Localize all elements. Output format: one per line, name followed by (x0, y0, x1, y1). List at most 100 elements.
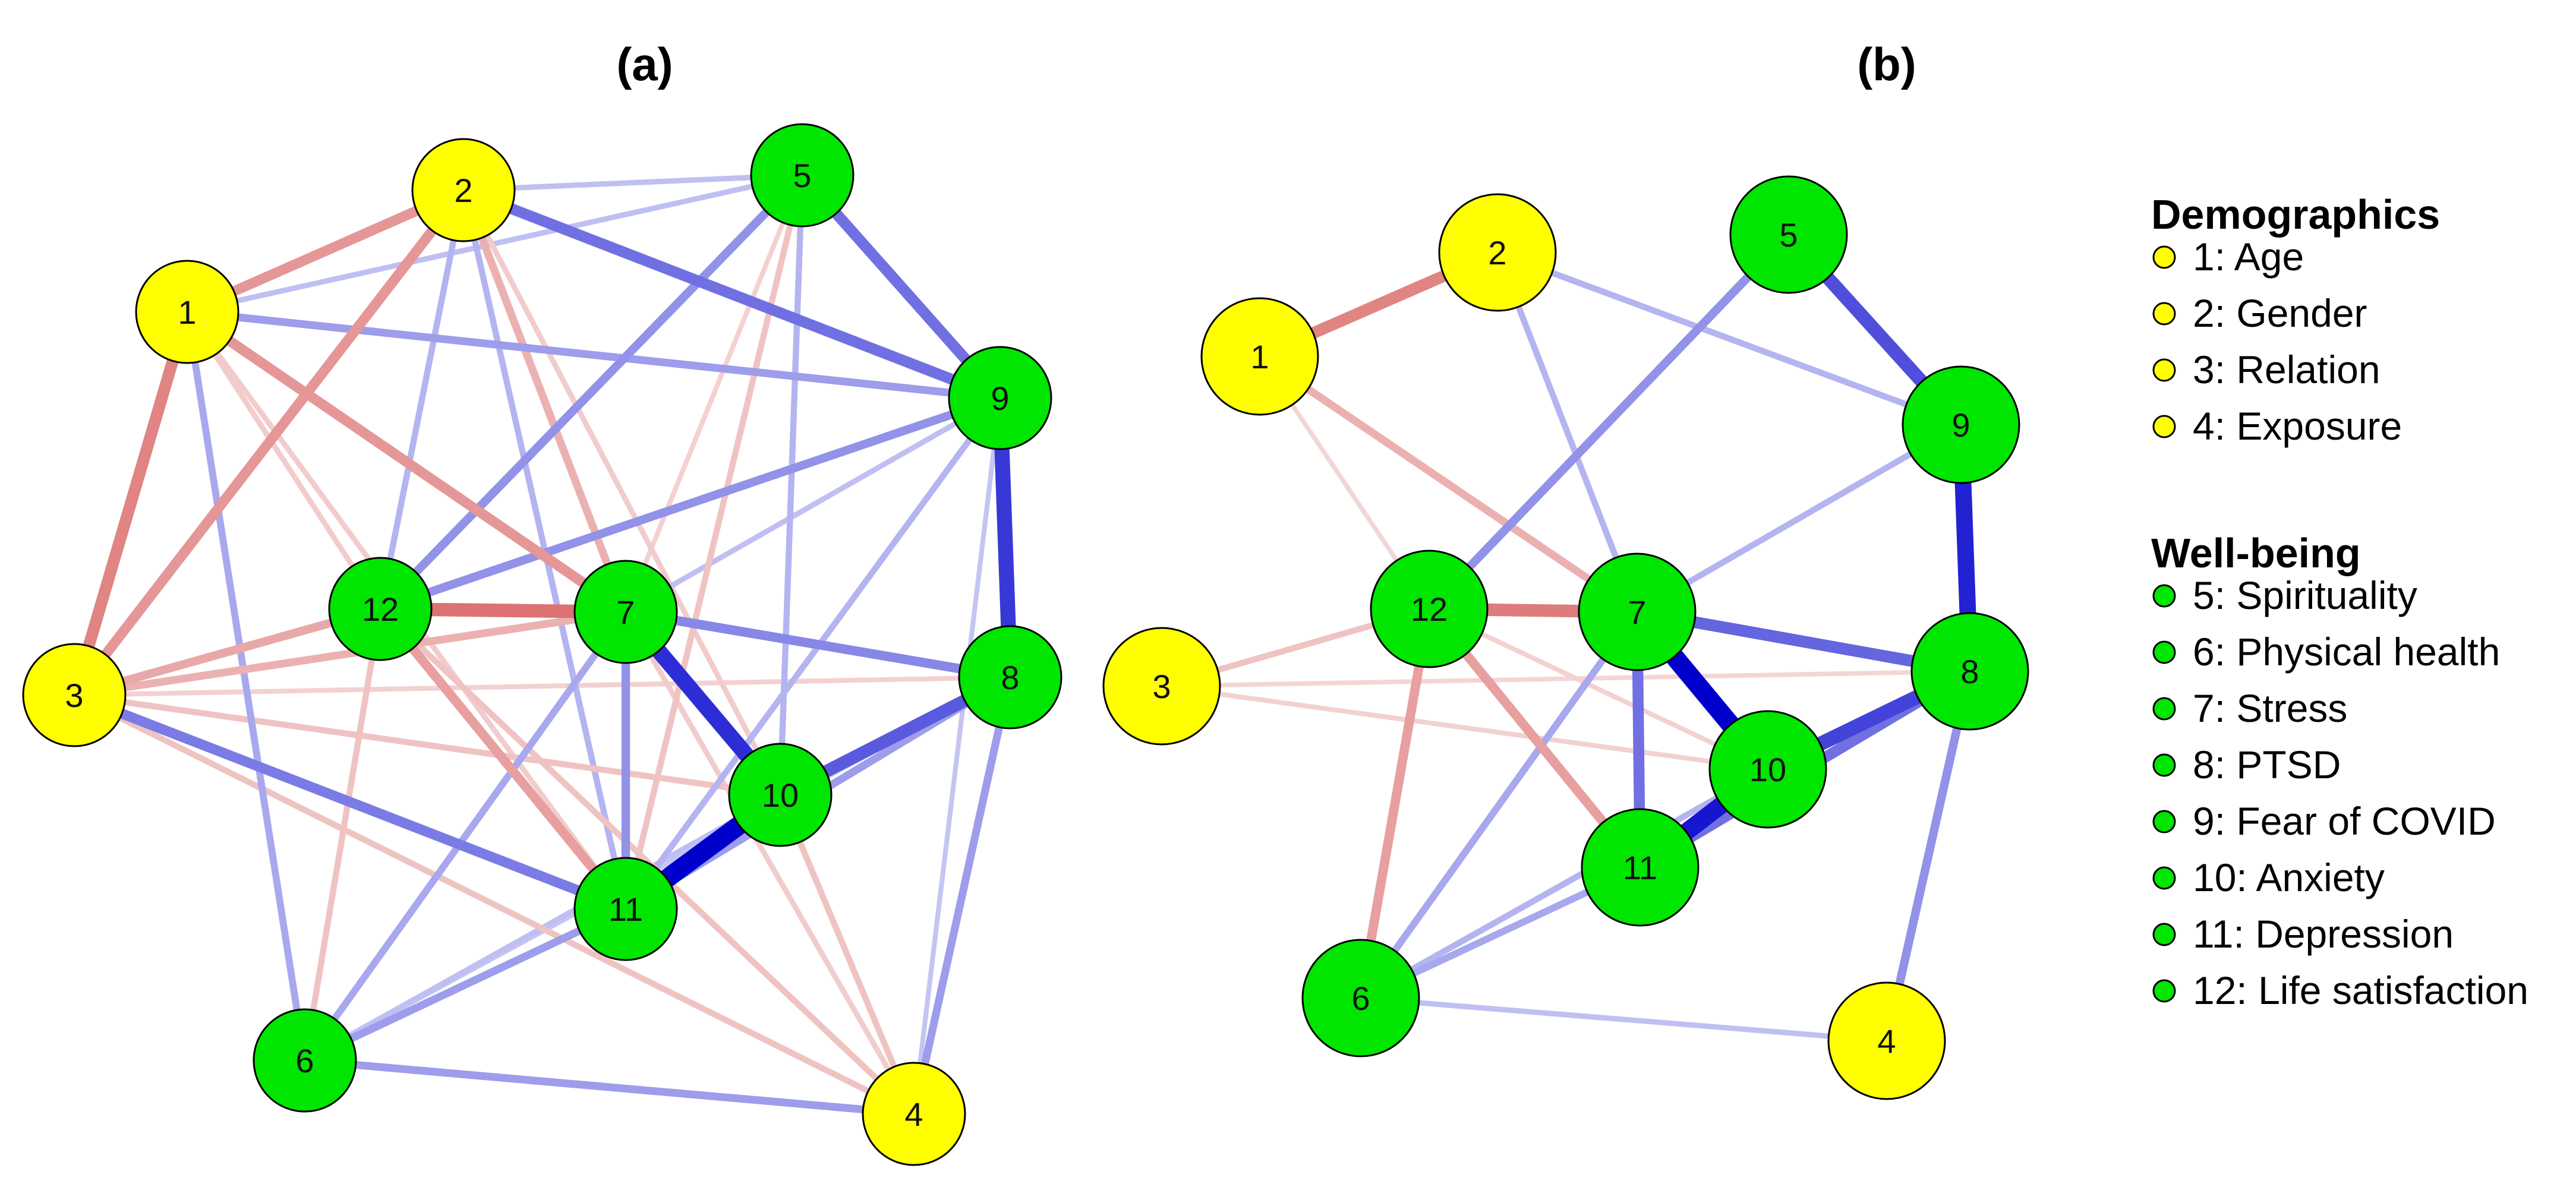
node-2: 2 (1438, 193, 1557, 312)
edge-1-12 (185, 310, 383, 611)
edge-12-6 (1356, 608, 1434, 999)
node-6: 6 (253, 1008, 357, 1113)
edge-1-7 (1257, 353, 1639, 615)
node-label-3: 3 (65, 677, 83, 714)
node-label-7: 7 (1628, 593, 1646, 631)
node-3: 3 (22, 643, 127, 747)
edge-6-4 (1360, 995, 1887, 1044)
edge-3-12 (73, 605, 381, 699)
edge-9-7 (624, 396, 1002, 614)
node-11: 11 (1581, 808, 1700, 927)
legend-item-label: 5: Spirituality (2193, 573, 2417, 617)
legend-swatch-icon (2152, 866, 2176, 890)
node-circle-11 (573, 857, 678, 961)
edge-3-8 (74, 674, 1011, 698)
node-circle-7 (1578, 552, 1697, 671)
edge-12-9 (379, 394, 1002, 613)
node-2: 2 (411, 138, 516, 242)
legend-well-being-items: 5: Spirituality 6: Physical health 7: Stre… (2152, 573, 2528, 1012)
legend-swatch-icon (2152, 584, 2176, 608)
node-1: 1 (1200, 297, 1319, 416)
node-circle-10 (728, 743, 833, 847)
panel-b-title: (b) (1857, 38, 1916, 90)
edge-1-9 (187, 308, 1001, 402)
edge-5-11 (622, 174, 806, 910)
legend-swatch-icon (2152, 979, 2176, 1003)
legend-item-label: 12: Life satisfaction (2193, 968, 2528, 1012)
legend-item-label: 10: Anxiety (2193, 855, 2385, 899)
node-circle-12 (328, 557, 433, 661)
node-circle-11 (1581, 808, 1700, 927)
node-4: 4 (1827, 981, 1946, 1100)
edge-7-8 (625, 607, 1011, 682)
node-circle-8 (1910, 612, 2029, 731)
edge-5-12 (377, 172, 806, 612)
node-label-12: 12 (1411, 591, 1448, 628)
legend-swatch-icon (2152, 302, 2176, 326)
legend-swatch-icon (2152, 415, 2176, 438)
legend-item-label: 11: Depression (2193, 912, 2454, 956)
edge-3-10 (1161, 683, 1768, 772)
node-circle-2 (1438, 193, 1557, 312)
edge-2-9 (461, 185, 1002, 403)
node-label-10: 10 (762, 776, 799, 814)
node-label-8: 8 (1001, 659, 1019, 696)
edge-6-12 (301, 608, 384, 1061)
node-label-1: 1 (1250, 338, 1269, 375)
edge-3-10 (74, 692, 781, 798)
node-circle-1 (1200, 297, 1319, 416)
node-8: 8 (1910, 612, 2029, 731)
edge-1-7 (184, 307, 629, 617)
node-circle-7 (573, 560, 678, 664)
node-circle-1 (135, 260, 239, 364)
node-5: 5 (1729, 175, 1848, 294)
legend-swatch-icon (2152, 923, 2176, 946)
node-label-9: 9 (1951, 406, 1970, 444)
node-circle-6 (253, 1008, 357, 1113)
node-12: 12 (1370, 550, 1489, 668)
edge-5-7 (623, 174, 805, 613)
edge-12-11 (376, 605, 630, 913)
node-7: 7 (1578, 552, 1697, 671)
node-3: 3 (1102, 627, 1221, 746)
node-label-5: 5 (793, 157, 811, 194)
edge-6-4 (304, 1056, 915, 1118)
node-label-2: 2 (1488, 234, 1506, 271)
edge-9-4 (911, 397, 1003, 1114)
node-circle-2 (411, 138, 516, 242)
legend-item-label: 2: Gender (2193, 291, 2367, 335)
node-1: 1 (135, 260, 239, 364)
edge-6-7 (302, 610, 629, 1063)
edge-1-5 (187, 172, 803, 315)
legend-item-label: 1: Age (2193, 235, 2304, 279)
node-label-4: 4 (1877, 1022, 1896, 1060)
legend-item-label: 6: Physical health (2193, 630, 2500, 674)
legend-swatch-icon (2152, 753, 2176, 777)
edge-2-10 (461, 188, 783, 797)
node-circle-9 (948, 346, 1052, 450)
edge-3-7 (74, 608, 626, 699)
panel-a-title: (a) (616, 38, 673, 90)
edge-2-12 (377, 189, 467, 610)
node-label-6: 6 (295, 1042, 314, 1079)
edge-6-7 (1358, 610, 1640, 1000)
node-9: 9 (1902, 365, 2020, 484)
node-circle-5 (750, 123, 855, 228)
node-6: 6 (1301, 939, 1420, 1057)
legend-item-label: 9: Fear of COVID (2193, 799, 2496, 843)
legend-item-label: 7: Stress (2193, 686, 2347, 730)
node-label-12: 12 (362, 591, 399, 628)
edge-9-11 (623, 396, 1003, 911)
legend-swatch-icon (2152, 358, 2176, 382)
edge-6-10 (1359, 766, 1770, 1001)
node-label-4: 4 (904, 1095, 923, 1133)
edge-10-4 (777, 793, 917, 1116)
node-circle-6 (1301, 939, 1420, 1057)
edge-9-7 (1635, 422, 1963, 615)
edge-3-8 (1161, 669, 1970, 689)
edge-2-7 (459, 188, 630, 614)
node-5: 5 (750, 123, 855, 228)
edge-12-10 (1428, 607, 1769, 772)
